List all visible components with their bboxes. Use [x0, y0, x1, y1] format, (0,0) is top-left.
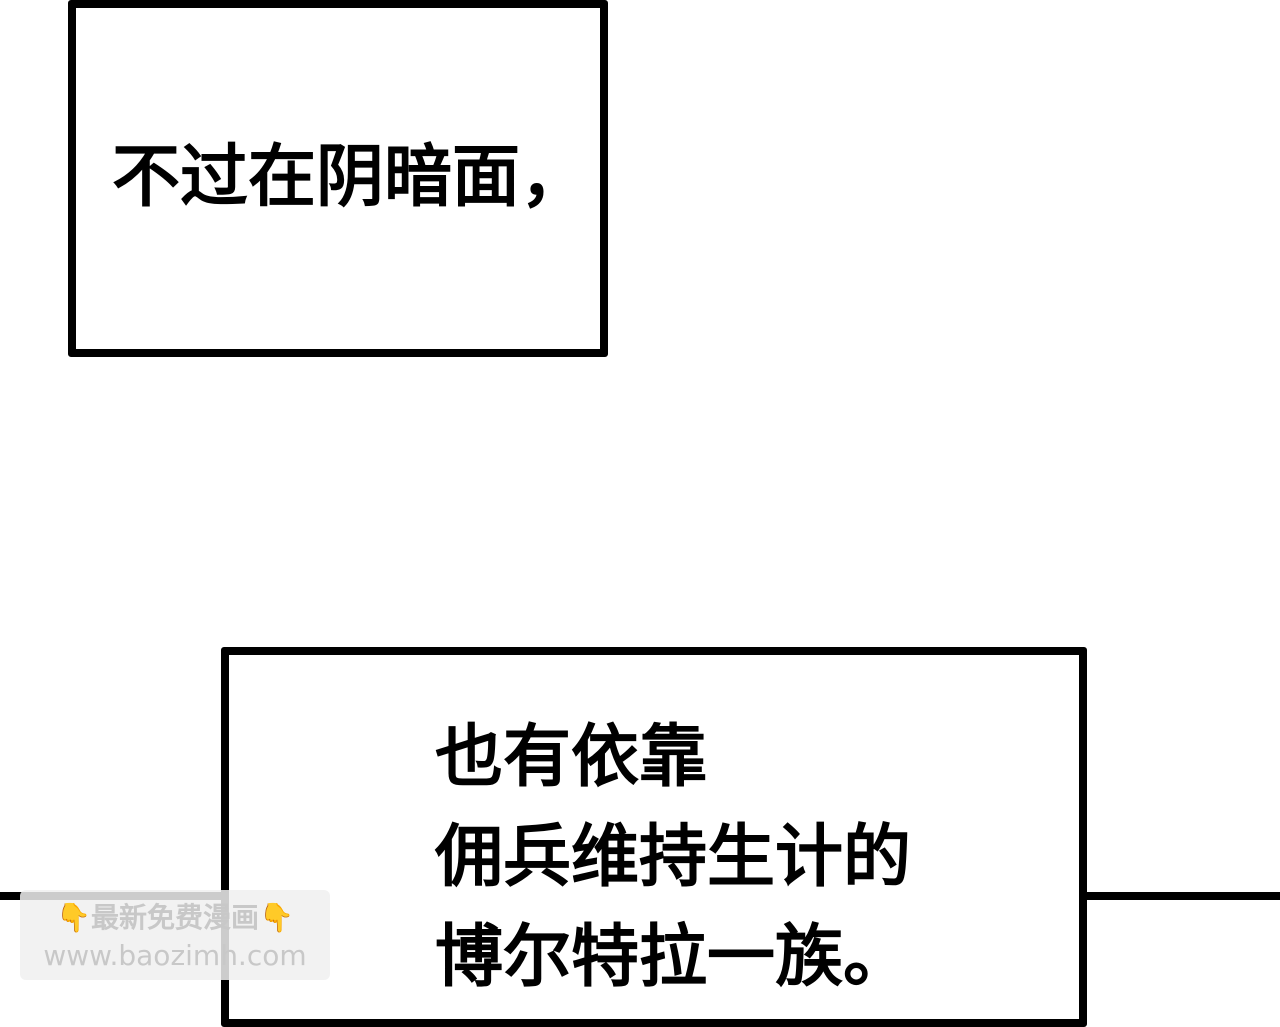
pointing-down-icon: 👇	[259, 901, 294, 934]
watermark-title-row: 👇最新免费漫画👇	[20, 898, 330, 938]
watermark-title: 最新免费漫画	[90, 901, 259, 934]
narration-box-top: 不过在阴暗面，	[68, 0, 608, 357]
pointing-down-icon: 👇	[56, 901, 91, 934]
panel-divider-right	[1083, 892, 1280, 900]
narration-line-2: 佣兵维持生计的	[435, 818, 912, 897]
narration-text-bottom: 也有依靠 佣兵维持生计的 博尔特拉一族。	[435, 708, 911, 1008]
site-watermark: 👇最新免费漫画👇 www.baozimh.com	[20, 890, 330, 980]
narration-text-top: 不过在阴暗面，	[112, 138, 589, 217]
narration-line-3: 博尔特拉一族。	[435, 918, 912, 997]
narration-box-bottom: 也有依靠 佣兵维持生计的 博尔特拉一族。	[221, 647, 1087, 1027]
watermark-url: www.baozimh.com	[43, 939, 307, 972]
narration-line-1: 也有依靠	[435, 718, 708, 797]
